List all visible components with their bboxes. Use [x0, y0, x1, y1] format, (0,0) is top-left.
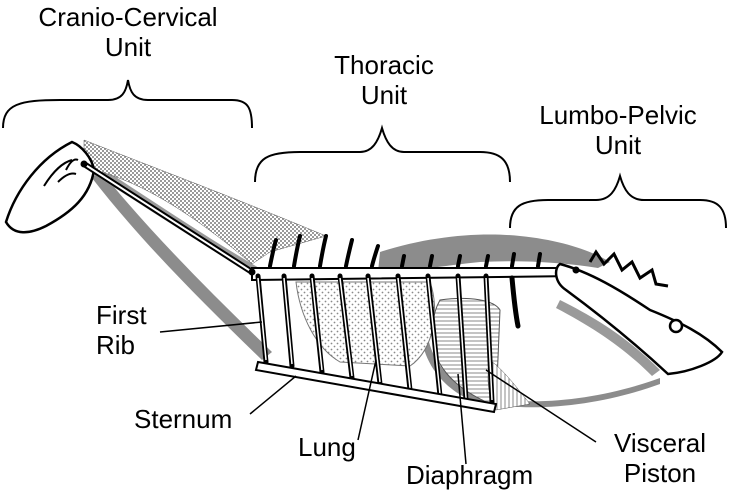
leader-visceral-piston	[485, 369, 597, 443]
leader-diaphragm	[457, 373, 467, 465]
first-rib-label: First Rib	[96, 300, 147, 360]
pelvis	[554, 262, 724, 376]
lumbo-pelvic-brace	[509, 172, 727, 229]
skull-detail	[43, 158, 79, 187]
thoracic-title: Thoracic Unit	[334, 50, 434, 110]
leader-first-rib	[159, 321, 263, 333]
neck-muscle-gray	[92, 170, 272, 360]
diaphragm-label: Diaphragm	[406, 460, 534, 490]
lumbosacral-joint	[572, 266, 580, 274]
cervical-joint	[248, 268, 256, 276]
skull-joint	[80, 160, 88, 168]
visceral-piston-label: Visceral Piston	[613, 428, 706, 488]
skull	[4, 140, 96, 234]
spinous-processes	[268, 234, 542, 268]
leader-sternum	[249, 375, 297, 415]
leader-lung	[357, 359, 377, 441]
thoracic-brace	[254, 124, 511, 183]
hip-socket	[668, 318, 684, 334]
pelvis-gray	[556, 300, 660, 376]
cranio-cervical-brace	[2, 79, 253, 129]
sacrum-spines	[588, 249, 669, 288]
back-muscle-gray	[378, 234, 610, 272]
spine-bar	[251, 267, 578, 282]
cranio-cervical-title: Cranio-Cervical Unit	[38, 2, 218, 62]
sternum-label: Sternum	[134, 404, 233, 434]
lumbo-pelvic-title: Lumbo-Pelvic Unit	[539, 100, 697, 160]
sternum-bar	[254, 360, 498, 414]
lung-label: Lung	[298, 432, 356, 462]
